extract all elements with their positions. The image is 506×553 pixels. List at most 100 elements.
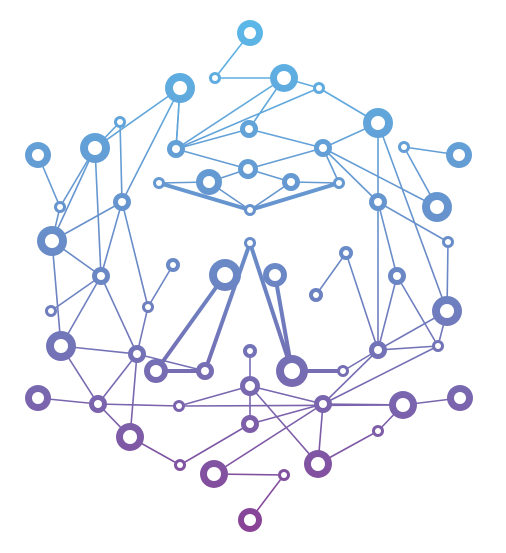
network-node-hole xyxy=(177,462,183,468)
network-edge xyxy=(247,147,324,170)
network-node-hole xyxy=(173,81,187,95)
network-node-hole xyxy=(244,27,256,39)
network-node-hole xyxy=(156,180,162,186)
network-node-hole xyxy=(245,125,253,133)
network-node-hole xyxy=(396,398,410,412)
network-edge xyxy=(377,201,398,277)
network-node-hole xyxy=(453,149,465,161)
network-edge xyxy=(377,275,398,351)
network-edge xyxy=(179,423,251,466)
network-edge xyxy=(147,264,174,308)
network-node-hole xyxy=(133,350,141,358)
network-node-hole xyxy=(170,262,176,268)
network-edge xyxy=(100,201,123,277)
network-node-hole xyxy=(284,363,300,379)
network-edge xyxy=(175,148,249,170)
network-node-hole xyxy=(430,200,444,214)
network-node-hole xyxy=(207,467,221,481)
network-node-hole xyxy=(440,304,454,318)
network-node-hole xyxy=(118,198,126,206)
network-node-hole xyxy=(316,85,322,91)
network-node-hole xyxy=(212,75,218,81)
network-edge xyxy=(94,87,181,149)
x-stroke xyxy=(273,273,294,373)
network-edge xyxy=(322,349,379,405)
network-node-hole xyxy=(48,308,54,314)
network-node-hole xyxy=(117,119,123,125)
network-node-hole xyxy=(246,420,254,428)
network-edge xyxy=(178,385,251,407)
network-node-hole xyxy=(97,272,105,280)
network-edge xyxy=(249,385,319,465)
network-edge xyxy=(248,128,324,149)
network-edge xyxy=(322,147,379,203)
network-node-hole xyxy=(145,304,151,310)
network-node-hole xyxy=(201,367,209,375)
network-node-hole xyxy=(319,144,327,152)
network-edge xyxy=(136,353,206,372)
network-node-hole xyxy=(94,400,102,408)
network-edge xyxy=(51,147,96,242)
network-edge xyxy=(94,147,102,277)
network-node-hole xyxy=(245,381,255,391)
network-node-hole xyxy=(172,145,180,153)
network-edge xyxy=(345,252,379,351)
network-node-hole xyxy=(123,430,137,444)
network-node-hole xyxy=(313,292,319,298)
network-edge xyxy=(249,403,324,425)
network-edge xyxy=(51,240,62,347)
network-node-hole xyxy=(435,343,441,349)
network-edge xyxy=(97,403,180,407)
network-node-hole xyxy=(281,472,287,478)
network-node-hole xyxy=(32,149,44,161)
network-node-hole xyxy=(277,71,291,85)
network-edge xyxy=(377,122,448,312)
network-node-hole xyxy=(247,240,253,246)
network-node-hole xyxy=(217,267,233,283)
network-edge xyxy=(175,77,285,150)
network-edge xyxy=(322,345,439,405)
network-node-hole xyxy=(319,400,327,408)
network-node-hole xyxy=(203,176,215,188)
network-node-hole xyxy=(32,392,44,404)
network-node-hole xyxy=(244,514,256,526)
network-edge xyxy=(119,121,123,203)
network-edge xyxy=(249,385,324,405)
network-node-hole xyxy=(150,365,162,377)
network-node-hole xyxy=(57,204,63,210)
network-edge xyxy=(377,201,449,243)
network-edge xyxy=(322,147,438,208)
network-node-hole xyxy=(243,164,253,174)
network-node-hole xyxy=(247,348,253,354)
network-edge xyxy=(121,87,181,203)
network-edge xyxy=(50,275,102,312)
network-node-hole xyxy=(401,144,407,150)
network-node-hole xyxy=(371,116,385,130)
network-nodes xyxy=(25,20,473,532)
network-node-hole xyxy=(88,141,102,155)
network-edge xyxy=(175,87,320,150)
network-node-hole xyxy=(287,178,295,186)
network-node-hole xyxy=(45,234,59,248)
network-node-hole xyxy=(269,269,281,281)
network-node-hole xyxy=(375,428,381,434)
network-node-hole xyxy=(454,392,466,404)
network-edge xyxy=(178,404,404,407)
network-node-hole xyxy=(343,250,349,256)
network-node-hole xyxy=(445,239,451,245)
network-node-hole xyxy=(393,272,401,280)
network-edge xyxy=(175,128,250,150)
network-node-hole xyxy=(311,457,325,471)
network-edge xyxy=(213,403,324,475)
network-node-hole xyxy=(54,339,68,353)
network-edge xyxy=(315,252,347,296)
network-edge xyxy=(97,353,138,405)
network-node-hole xyxy=(176,403,182,409)
network-edge xyxy=(396,275,439,347)
network-node-hole xyxy=(374,198,382,206)
network-edge xyxy=(100,275,138,355)
network-node-hole xyxy=(374,346,382,354)
network-node-hole xyxy=(336,180,342,186)
network-edge xyxy=(377,345,439,351)
